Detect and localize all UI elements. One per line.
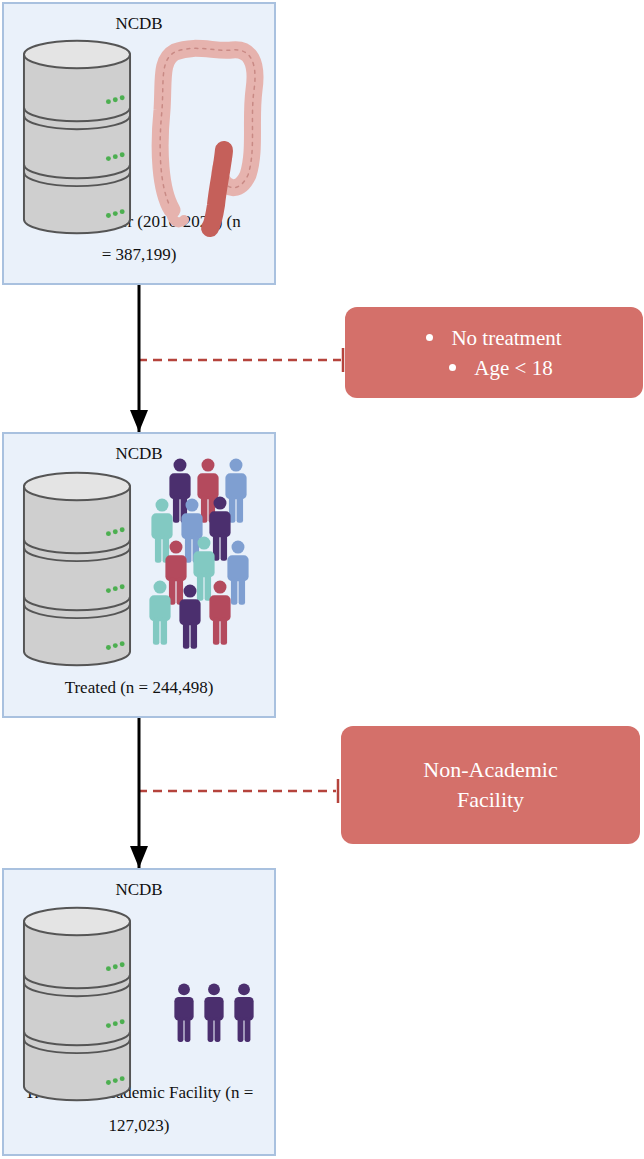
database-heading: NCDB xyxy=(115,444,162,464)
database-heading: NCDB xyxy=(115,880,162,900)
database-heading: NCDB xyxy=(115,14,162,34)
flow-arrow xyxy=(138,285,141,432)
cohort-text: Rectal Cancer (2016-2020) (n = 387,199) xyxy=(37,205,242,271)
criterion-item: Age < 18 xyxy=(435,353,552,383)
exclusion-leader xyxy=(138,779,338,803)
bullet-dot xyxy=(449,364,456,371)
database-box: NCDB Rectal Cancer (2016-2020) (n = 387,1… xyxy=(2,2,276,285)
exclusion-leader xyxy=(138,348,343,372)
cohort-text: Treated (n = 244,498) xyxy=(65,671,214,704)
database-box: NCDB Treated at Academic Facility (n = 12… xyxy=(2,868,276,1156)
exclusion-box: No treatmentAge < 18 xyxy=(345,307,643,398)
criterion-text: Age < 18 xyxy=(474,353,552,383)
criterion-item: No treatment xyxy=(426,323,561,353)
database-box: NCDB Treated (n = 244,498) xyxy=(2,432,276,718)
exclusion-box: Non-Academic Facility xyxy=(341,726,640,844)
bullet-dot xyxy=(426,334,433,341)
exclusion-text: Non-Academic Facility xyxy=(406,755,576,815)
flow-arrow xyxy=(138,718,141,868)
cohort-text: Treated at Academic Facility (n = 127,02… xyxy=(14,1076,264,1142)
criterion-text: No treatment xyxy=(451,323,561,353)
